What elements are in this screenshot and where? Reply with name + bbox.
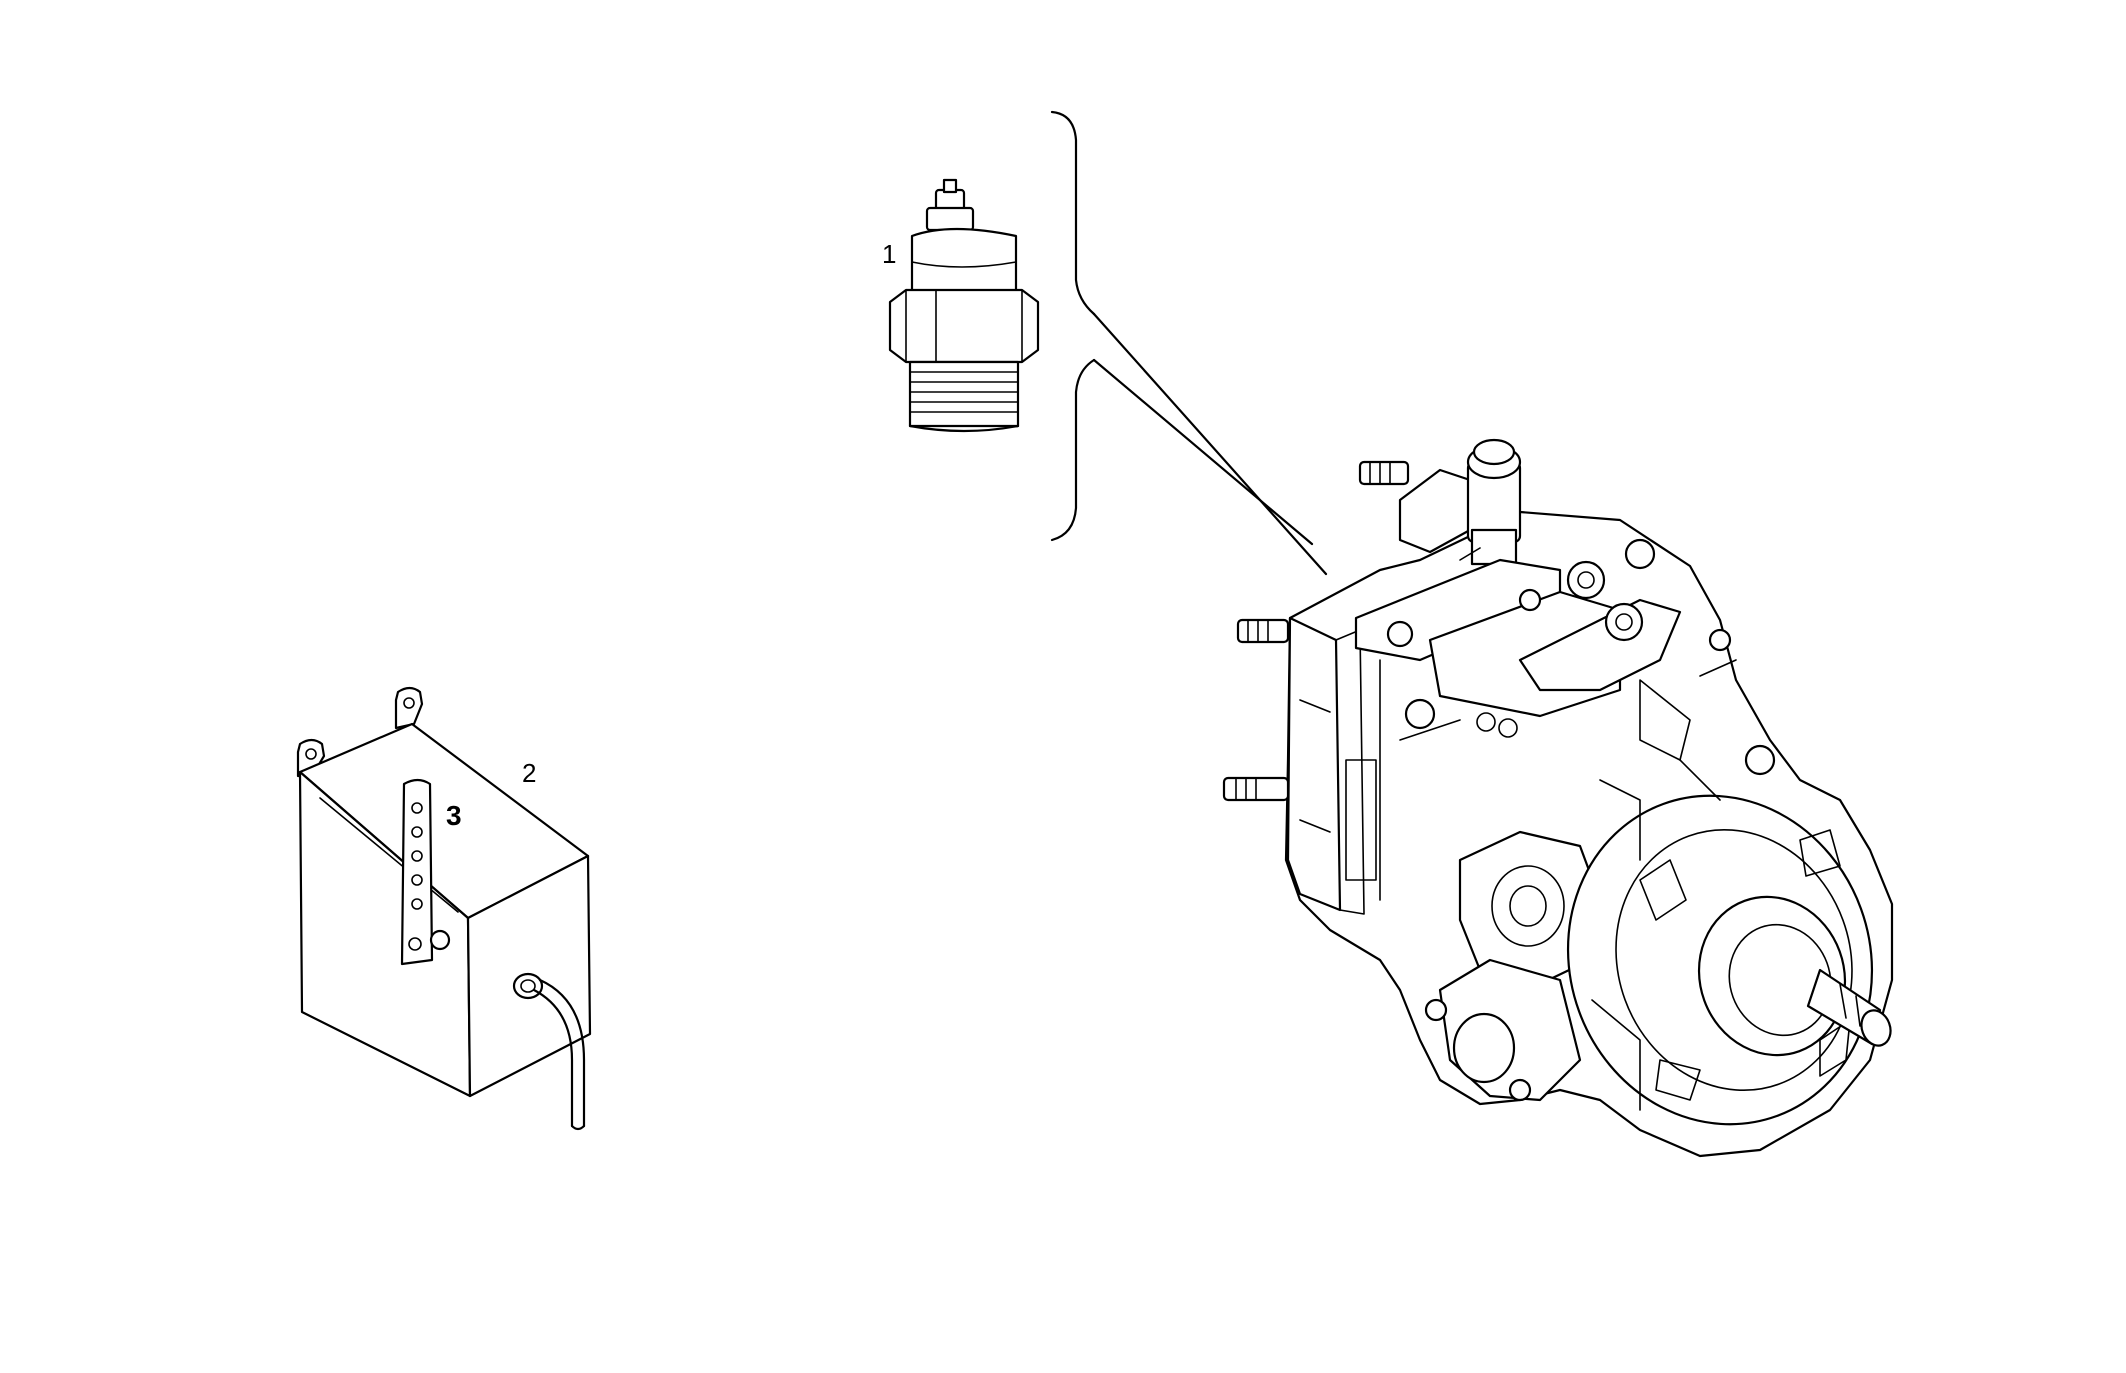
control-box-icon bbox=[296, 686, 592, 1131]
governor-lever-icon bbox=[1354, 538, 1776, 776]
solenoid-cap-icon bbox=[1398, 438, 1522, 566]
drive-flange-icon bbox=[1566, 794, 1892, 1126]
bracket-plate-icon bbox=[400, 778, 451, 966]
injection-pump-icon bbox=[1222, 438, 1894, 1158]
stud-icon bbox=[1222, 460, 1410, 802]
callout-brace bbox=[1050, 110, 1328, 576]
callout-item-3: 3 bbox=[446, 800, 462, 831]
callout-item-2: 2 bbox=[522, 758, 537, 788]
sensor-switch-icon bbox=[888, 178, 1040, 433]
lower-fitting-icon bbox=[1424, 958, 1582, 1102]
callout-item-1: 1 bbox=[882, 239, 897, 269]
